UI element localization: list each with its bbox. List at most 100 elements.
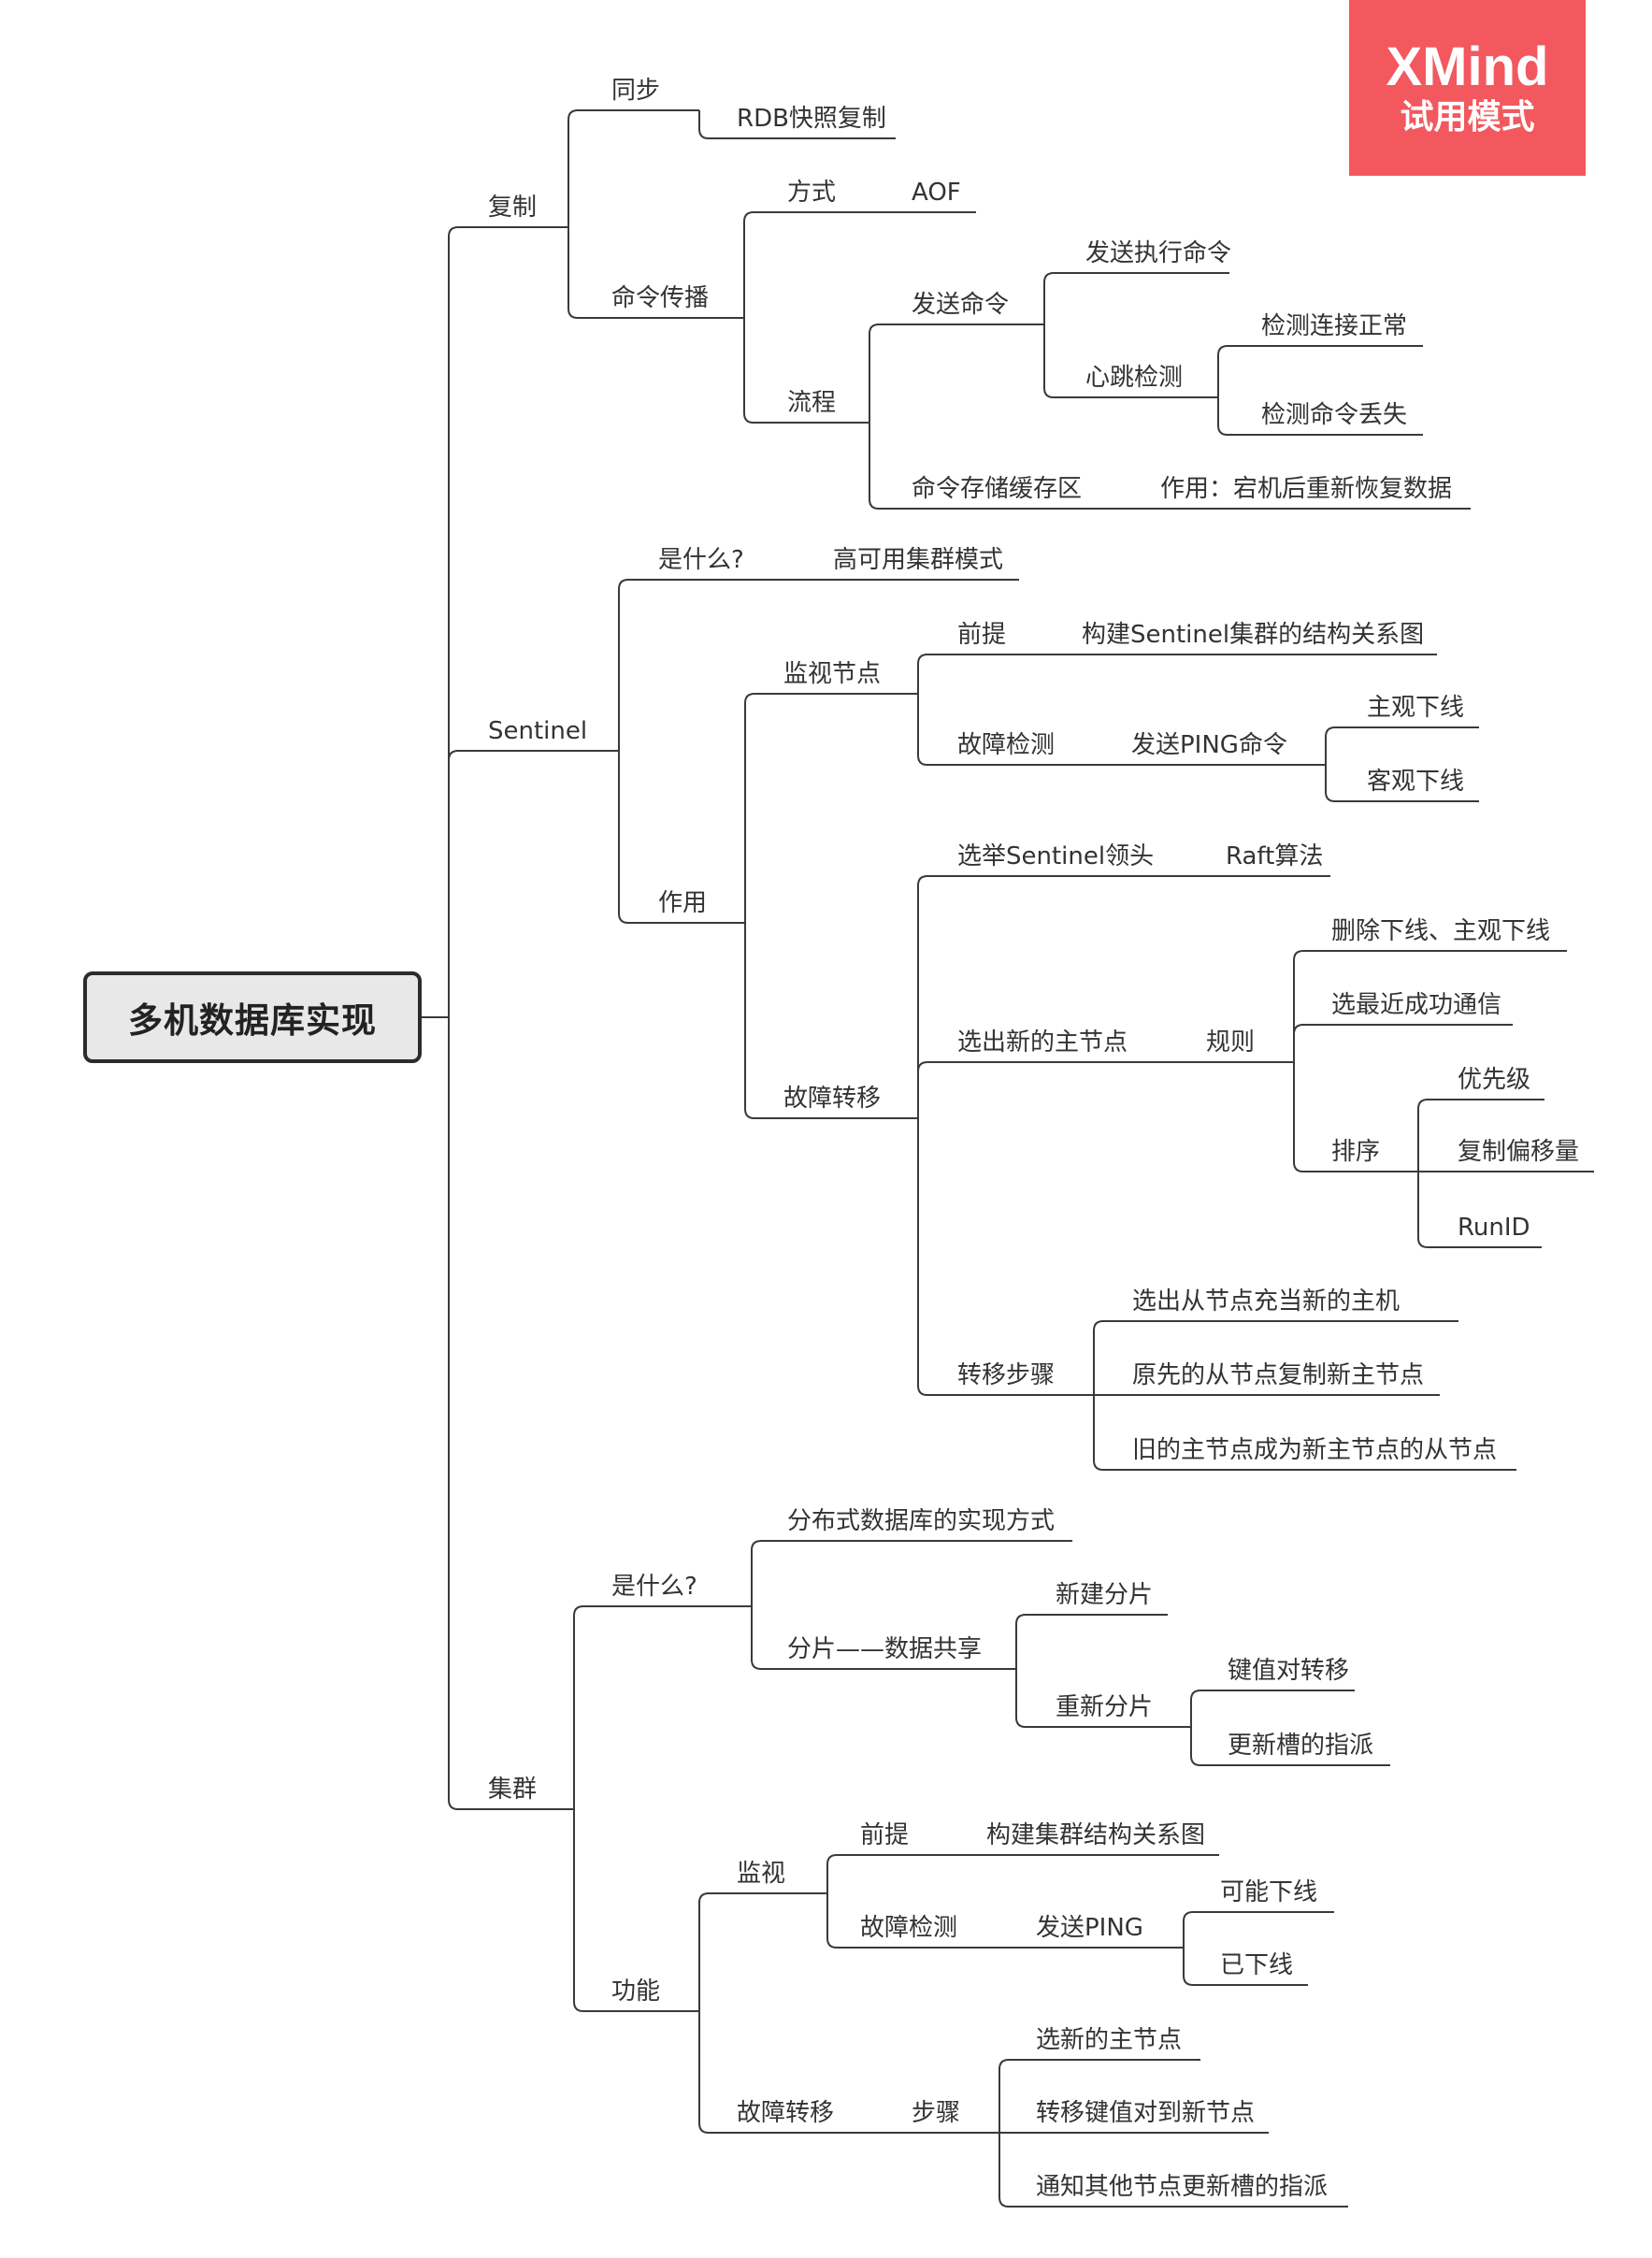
mindmap-topic[interactable]: 重新分片 bbox=[1056, 1693, 1154, 1721]
mindmap-topic[interactable]: 故障转移 bbox=[783, 1085, 882, 1113]
mindmap-topic[interactable]: 监视 bbox=[737, 1860, 786, 1888]
mindmap-topic[interactable]: 方式 bbox=[787, 179, 837, 207]
branch-connector bbox=[1015, 1614, 1039, 1669]
mindmap-topic[interactable]: 已下线 bbox=[1220, 1951, 1294, 1979]
mindmap-topic[interactable]: 选举Sentinel领头 bbox=[957, 842, 1155, 870]
mindmap-topic[interactable]: 发送执行命令 bbox=[1085, 239, 1232, 267]
mindmap-topic[interactable]: 是什么? bbox=[611, 1573, 697, 1601]
watermark-title: XMind bbox=[1386, 36, 1549, 97]
mindmap-topic[interactable]: 命令存储缓存区 bbox=[912, 475, 1083, 503]
mindmap-topic[interactable]: 监视节点 bbox=[783, 660, 882, 688]
branch-connector bbox=[917, 1061, 941, 1118]
mindmap-topic[interactable]: 作用：宕机后重新恢复数据 bbox=[1160, 475, 1453, 503]
branch-connector bbox=[573, 1809, 595, 2012]
mindmap-topic[interactable]: 流程 bbox=[787, 389, 837, 417]
mindmap-topic[interactable]: 排序 bbox=[1331, 1138, 1381, 1166]
mindmap-topic[interactable]: 转移步骤 bbox=[957, 1361, 1056, 1389]
branch-connector bbox=[567, 227, 595, 319]
mindmap-topic[interactable]: 删除下线、主观下线 bbox=[1331, 917, 1551, 945]
branch-connector bbox=[826, 1893, 843, 1949]
mindmap-topic[interactable]: 发送PING命令 bbox=[1131, 731, 1287, 759]
branch-connector bbox=[917, 654, 941, 694]
mindmap-topic[interactable]: 优先级 bbox=[1458, 1066, 1531, 1094]
mindmap-topic[interactable]: 心跳检测 bbox=[1085, 364, 1184, 392]
mindmap-topic[interactable]: 更新槽的指派 bbox=[1228, 1732, 1374, 1760]
mindmap-topic[interactable]: 集群 bbox=[488, 1776, 538, 1804]
mindmap-topic[interactable]: 分布式数据库的实现方式 bbox=[787, 1507, 1056, 1535]
mindmap-topic[interactable]: 检测连接正常 bbox=[1261, 312, 1408, 340]
mindmap-topic[interactable]: 分片——数据共享 bbox=[787, 1635, 983, 1663]
branch-connector bbox=[1043, 272, 1069, 324]
branch-connector bbox=[1293, 950, 1314, 1062]
branch-connector bbox=[1217, 345, 1244, 397]
mindmap-topic[interactable]: 旧的主节点成为新主节点的从节点 bbox=[1132, 1436, 1498, 1464]
xmind-trial-watermark: XMind 试用模式 bbox=[1349, 0, 1586, 176]
mindmap-topic[interactable]: 选出从节点充当新的主机 bbox=[1132, 1287, 1401, 1316]
mindmap-topic[interactable]: 前提 bbox=[957, 621, 1007, 649]
root-topic[interactable]: 多机数据库实现 bbox=[83, 971, 422, 1063]
branch-connector bbox=[618, 751, 641, 924]
mindmap-topic[interactable]: 新建分片 bbox=[1056, 1581, 1154, 1609]
branch-connector bbox=[917, 694, 941, 766]
branch-connector bbox=[1190, 1690, 1211, 1727]
mindmap-topic[interactable]: 故障检测 bbox=[860, 1914, 958, 1942]
mindmap-topic[interactable]: 选出新的主节点 bbox=[957, 1028, 1128, 1057]
mindmap-topic[interactable]: AOF bbox=[912, 179, 961, 207]
mindmap-topic[interactable]: 键值对转移 bbox=[1228, 1657, 1350, 1685]
branch-connector bbox=[1325, 765, 1350, 802]
branch-connector bbox=[743, 211, 770, 318]
mindmap-topic[interactable]: 步骤 bbox=[912, 2099, 961, 2127]
mindmap-topic[interactable]: 命令传播 bbox=[611, 284, 710, 312]
branch-connector bbox=[744, 693, 767, 923]
main-branch-connector bbox=[448, 226, 471, 1017]
mindmap-topic[interactable]: 故障检测 bbox=[957, 731, 1056, 759]
branch-connector bbox=[1043, 324, 1069, 398]
mindmap-topic[interactable]: 前提 bbox=[860, 1821, 910, 1849]
mindmap-topic[interactable]: Raft算法 bbox=[1226, 842, 1324, 870]
mindmap-topic[interactable]: 检测命令丢失 bbox=[1261, 401, 1408, 429]
mindmap-topic[interactable]: 客观下线 bbox=[1367, 768, 1465, 796]
watermark-subtitle: 试用模式 bbox=[1400, 98, 1535, 137]
mindmap-topic[interactable]: 高可用集群模式 bbox=[833, 546, 1004, 574]
main-branch-connector bbox=[448, 1017, 471, 1810]
branch-connector bbox=[1417, 1099, 1441, 1172]
branch-connector bbox=[1417, 1172, 1441, 1248]
branch-connector bbox=[743, 318, 770, 424]
mindmap-topic[interactable]: 同步 bbox=[611, 77, 661, 105]
branch-connector bbox=[998, 2059, 1019, 2133]
branch-connector bbox=[1325, 726, 1350, 765]
mindmap-topic[interactable]: 选最近成功通信 bbox=[1331, 991, 1502, 1019]
mindmap-topic[interactable]: RunID bbox=[1458, 1214, 1530, 1242]
mindmap-topic[interactable]: 复制偏移量 bbox=[1458, 1138, 1580, 1166]
mindmap-topic[interactable]: 发送命令 bbox=[912, 291, 1010, 319]
branch-connector bbox=[917, 1118, 941, 1396]
mindmap-topic[interactable]: 作用 bbox=[658, 889, 708, 917]
mindmap-topic[interactable]: 选新的主节点 bbox=[1036, 2026, 1183, 2054]
mindmap-topic[interactable]: 复制 bbox=[488, 194, 538, 222]
mindmap-topic[interactable]: 是什么? bbox=[658, 546, 744, 574]
mindmap-topic[interactable]: 构建集群结构关系图 bbox=[986, 1821, 1206, 1849]
mindmap-topic[interactable]: Sentinel bbox=[488, 717, 588, 745]
branch-connector bbox=[1183, 1911, 1203, 1948]
mindmap-topic[interactable]: RDB快照复制 bbox=[737, 105, 886, 133]
branch-connector bbox=[1015, 1669, 1039, 1728]
mindmap-topic[interactable]: 构建Sentinel集群的结构关系图 bbox=[1082, 621, 1425, 649]
mindmap-topic[interactable]: 转移键值对到新节点 bbox=[1036, 2099, 1256, 2127]
mindmap-topic[interactable]: 规则 bbox=[1206, 1028, 1256, 1057]
mindmap-topic[interactable]: 通知其他节点更新槽的指派 bbox=[1036, 2173, 1329, 2201]
branch-connector bbox=[1190, 1727, 1211, 1766]
mindmap-topic[interactable]: 发送PING bbox=[1036, 1914, 1143, 1942]
mindmap-topic[interactable]: 原先的从节点复制新主节点 bbox=[1132, 1361, 1425, 1389]
mindmap-topic[interactable]: 故障转移 bbox=[737, 2099, 835, 2127]
root-topic-label: 多机数据库实现 bbox=[128, 1000, 377, 1041]
branch-connector bbox=[744, 923, 767, 1119]
mindmap-topic[interactable]: 可能下线 bbox=[1220, 1878, 1318, 1906]
branch-connector bbox=[698, 1892, 720, 2011]
branch-connector bbox=[869, 423, 895, 510]
mindmap-topic[interactable]: 功能 bbox=[611, 1978, 661, 2006]
branch-connector bbox=[567, 109, 595, 227]
branch-connector bbox=[1093, 1320, 1115, 1395]
branch-connector bbox=[751, 1606, 770, 1670]
mindmap-topic[interactable]: 主观下线 bbox=[1367, 694, 1465, 722]
